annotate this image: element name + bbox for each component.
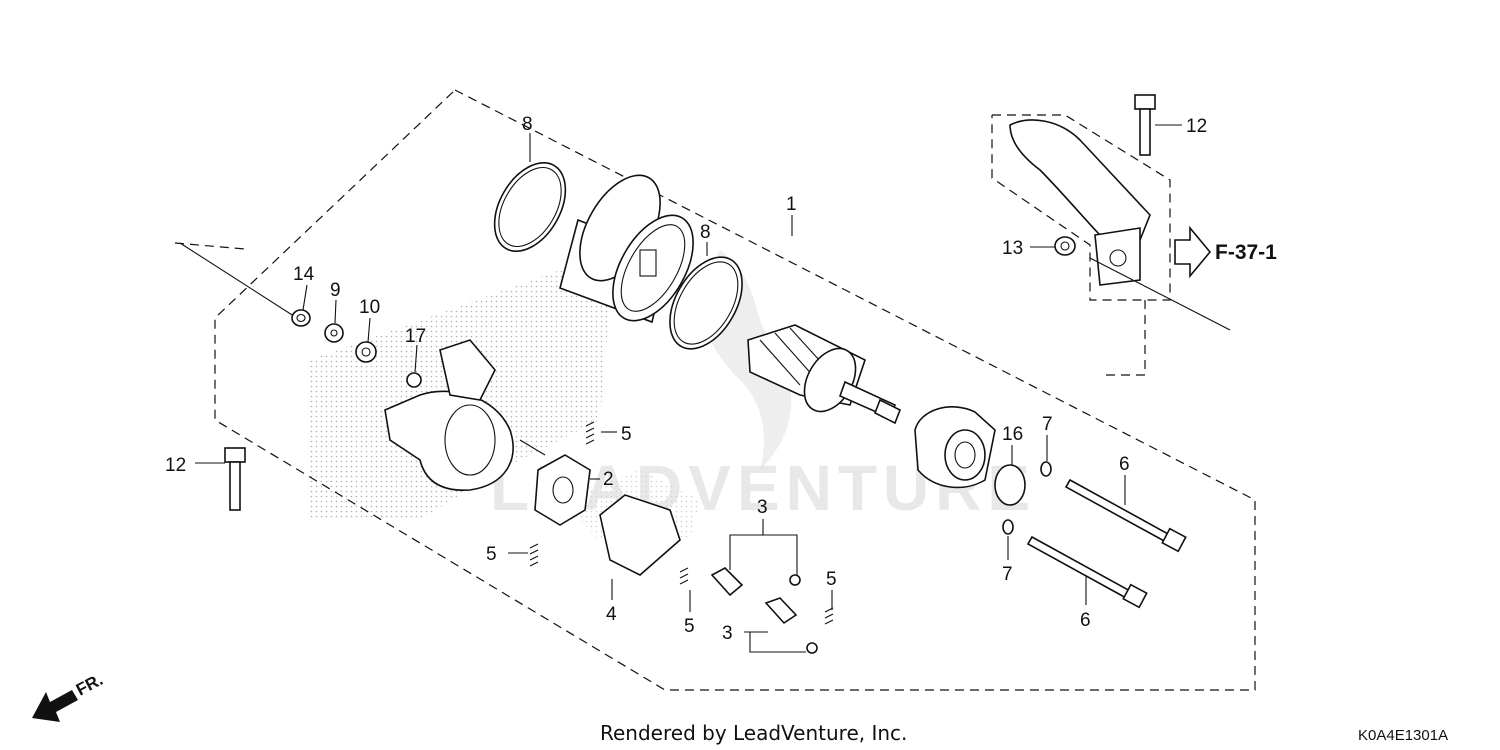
callout-8-lower: 8 xyxy=(700,222,711,243)
through-bolt-6-lower xyxy=(1026,535,1148,609)
brush-holder xyxy=(519,439,591,526)
callout-17: 17 xyxy=(405,326,426,347)
callout-5-c: 5 xyxy=(684,616,695,637)
reference-bracket xyxy=(991,114,1231,376)
callout-1: 1 xyxy=(786,194,797,215)
callout-3-upper: 3 xyxy=(757,497,768,518)
through-bolt-6-upper xyxy=(1064,478,1187,553)
bolt-12-lower xyxy=(224,447,246,511)
callout-5-a: 5 xyxy=(621,424,632,445)
spring-5-b xyxy=(529,543,539,567)
callout-7-lower: 7 xyxy=(1002,564,1013,585)
callout-16: 16 xyxy=(1002,424,1023,445)
callout-3-lower: 3 xyxy=(722,623,733,644)
callout-6-upper: 6 xyxy=(1119,454,1130,475)
credit-text: Rendered by LeadVenture, Inc. xyxy=(600,721,907,745)
callout-6-lower: 6 xyxy=(1080,610,1091,631)
front-direction-indicator: FR. xyxy=(32,670,106,722)
brush-plate xyxy=(599,494,681,576)
nut-14 xyxy=(291,309,311,327)
callout-14: 14 xyxy=(293,264,315,285)
assembly-outline xyxy=(174,89,1256,691)
o-ring-8-upper xyxy=(493,162,567,252)
armature xyxy=(747,324,902,425)
spring-5-d xyxy=(824,607,834,625)
front-cover xyxy=(914,406,996,489)
callout-4: 4 xyxy=(606,604,617,625)
diagram-code: K0A4E1301A xyxy=(1358,727,1448,744)
spring-5-c xyxy=(679,567,689,585)
brush-3-upper xyxy=(710,567,801,597)
callout-10: 10 xyxy=(359,297,380,318)
leader-lines xyxy=(195,124,1182,653)
callout-5-d: 5 xyxy=(826,569,837,590)
o-ring-16 xyxy=(994,464,1026,506)
rear-cover xyxy=(384,339,514,491)
callout-2: 2 xyxy=(603,469,614,490)
washer-7-upper xyxy=(1040,461,1052,477)
callout-9: 9 xyxy=(330,280,341,301)
nut-13 xyxy=(1054,236,1076,256)
o-ring-8-lower xyxy=(669,256,743,350)
motor-case-yoke xyxy=(559,174,694,324)
washer-10 xyxy=(355,341,377,363)
hollow-arrow-right-icon xyxy=(1174,225,1212,279)
callout-12-upper: 12 xyxy=(1186,116,1207,137)
callout-labels: 8 8 1 14 9 10 17 12 12 13 5 2 5 4 5 5 3 … xyxy=(165,114,1207,644)
washer-17 xyxy=(406,372,422,388)
brush-3-lower xyxy=(764,597,818,654)
bolt-12-upper xyxy=(1134,94,1156,156)
arrow-down-left-icon xyxy=(32,690,78,722)
callout-7-upper: 7 xyxy=(1042,414,1053,435)
callout-8-upper: 8 xyxy=(522,114,533,135)
callout-5-b: 5 xyxy=(486,544,497,565)
front-direction-label: FR. xyxy=(73,670,106,700)
washer-9 xyxy=(324,323,344,343)
callout-12-lower: 12 xyxy=(165,455,186,476)
reference-label-f-37-1: F-37-1 xyxy=(1215,241,1277,264)
spring-5-a xyxy=(585,421,595,445)
callout-13: 13 xyxy=(1002,238,1023,259)
washer-7-lower xyxy=(1002,519,1014,535)
